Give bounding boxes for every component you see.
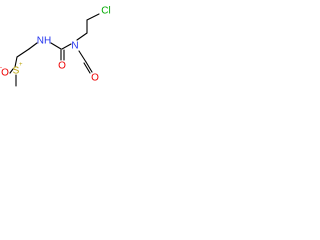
sulfoxide-oxygen-negative-charge: - bbox=[0, 65, 2, 71]
nitroso-oxygen-label: O bbox=[91, 73, 99, 84]
bond-n-o-double bbox=[85, 61, 93, 73]
amide-nh-label: NH bbox=[37, 36, 51, 47]
bond-n-nitroso-n-o bbox=[78, 50, 87, 63]
bond-nh-ch2 bbox=[28, 42, 38, 50]
bond-n-o-double-2 bbox=[83, 62, 91, 74]
chlorine-atom-label: Cl bbox=[101, 6, 110, 17]
atom-label-layer: Cl N O NH O S + O - bbox=[0, 6, 111, 84]
carbonyl-oxygen-label: O bbox=[58, 61, 66, 72]
sulfur-atom-label: S bbox=[13, 66, 20, 77]
sulfur-positive-charge: + bbox=[19, 62, 23, 68]
nitroso-nitrogen-label: N bbox=[71, 41, 78, 52]
bond-ch2-s bbox=[14, 56, 18, 68]
chemical-structure-diagram: Cl N O NH O S + O - bbox=[0, 6, 111, 87]
bond-ch2-ch2-b bbox=[16, 48, 30, 58]
bond-n-nitroso-carbonyl-c bbox=[61, 43, 72, 50]
sulfoxide-oxygen-label: O bbox=[1, 68, 9, 79]
bond-ch2-n-nitroso bbox=[76, 32, 88, 41]
bond-cl-ch2 bbox=[86, 13, 100, 21]
bond-s-o bbox=[9, 68, 14, 74]
bond-layer bbox=[9, 13, 100, 87]
bond-carbonyl-c-nh bbox=[50, 42, 62, 50]
